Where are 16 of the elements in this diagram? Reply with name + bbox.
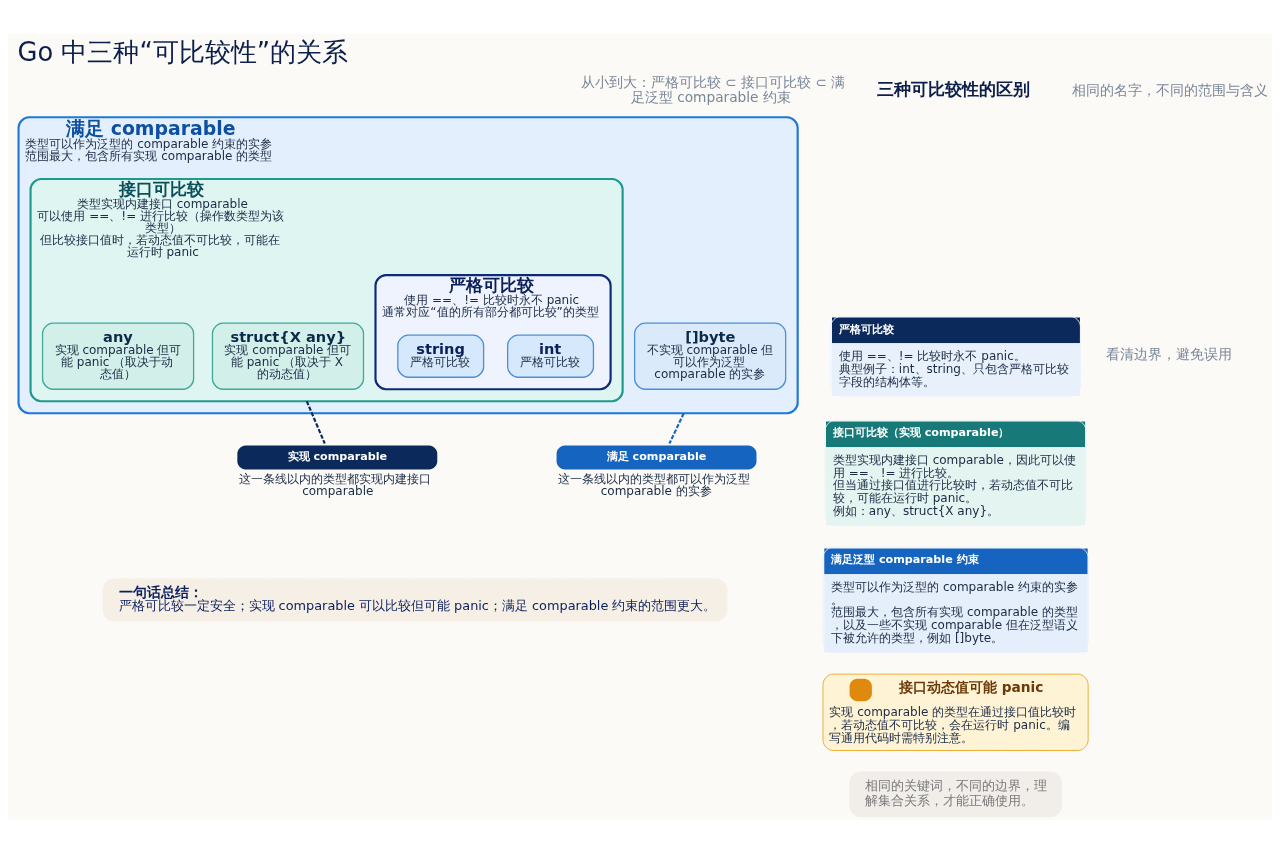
- connector: [668, 412, 685, 444]
- node-box: 实现 comparable: [237, 444, 438, 469]
- connector: [305, 400, 326, 444]
- label: 从小到大：严格可比较 ⊂ 接口可比较 ⊂ 满足泛型 comparable 约束: [581, 73, 846, 105]
- node-box: struct{X any} 实现 comparable 但可能 panic （取决于 X 的动态值）: [211, 322, 365, 390]
- node-box: 满足 comparable: [556, 444, 757, 469]
- label: 看清边界，避免误用: [1105, 345, 1232, 362]
- node-box: any 实现 comparable 但可能 panic （取决于动态值）: [41, 322, 195, 390]
- node-label: 这一条线以内的类型都可以作为泛型 comparable 的实参: [558, 471, 751, 498]
- node-box: int 严格可比较: [507, 334, 595, 378]
- label: 三种可比较性的区别: [877, 78, 1031, 99]
- diagram-title: Go 中三种“可比较性”的关系: [17, 36, 349, 67]
- label: 相同的名字，不同的范围与含义: [1071, 81, 1268, 98]
- node-box: []byte 不实现 comparable 但可以作为泛型 comparable 的实参: [634, 322, 787, 390]
- node-label: 这一条线以内的类型都实现内建接口 comparable: [239, 471, 432, 498]
- node-box: string 严格可比较: [397, 334, 485, 378]
